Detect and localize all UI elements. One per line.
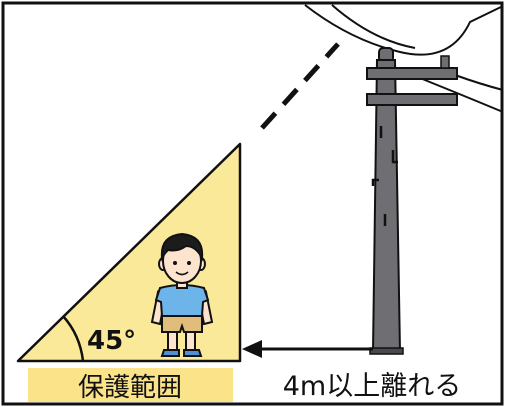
zone-label-background (28, 368, 233, 402)
distance-label: 4m以上離れる (283, 371, 461, 402)
utility-pole-icon (366, 47, 458, 355)
angle-label: 45° (87, 326, 136, 356)
distance-arrow (242, 340, 373, 358)
child-figure-icon (150, 232, 214, 357)
zone-label: 保護範囲 (78, 373, 182, 403)
angle-arc (62, 315, 85, 362)
extension-dashed-line (260, 42, 340, 130)
